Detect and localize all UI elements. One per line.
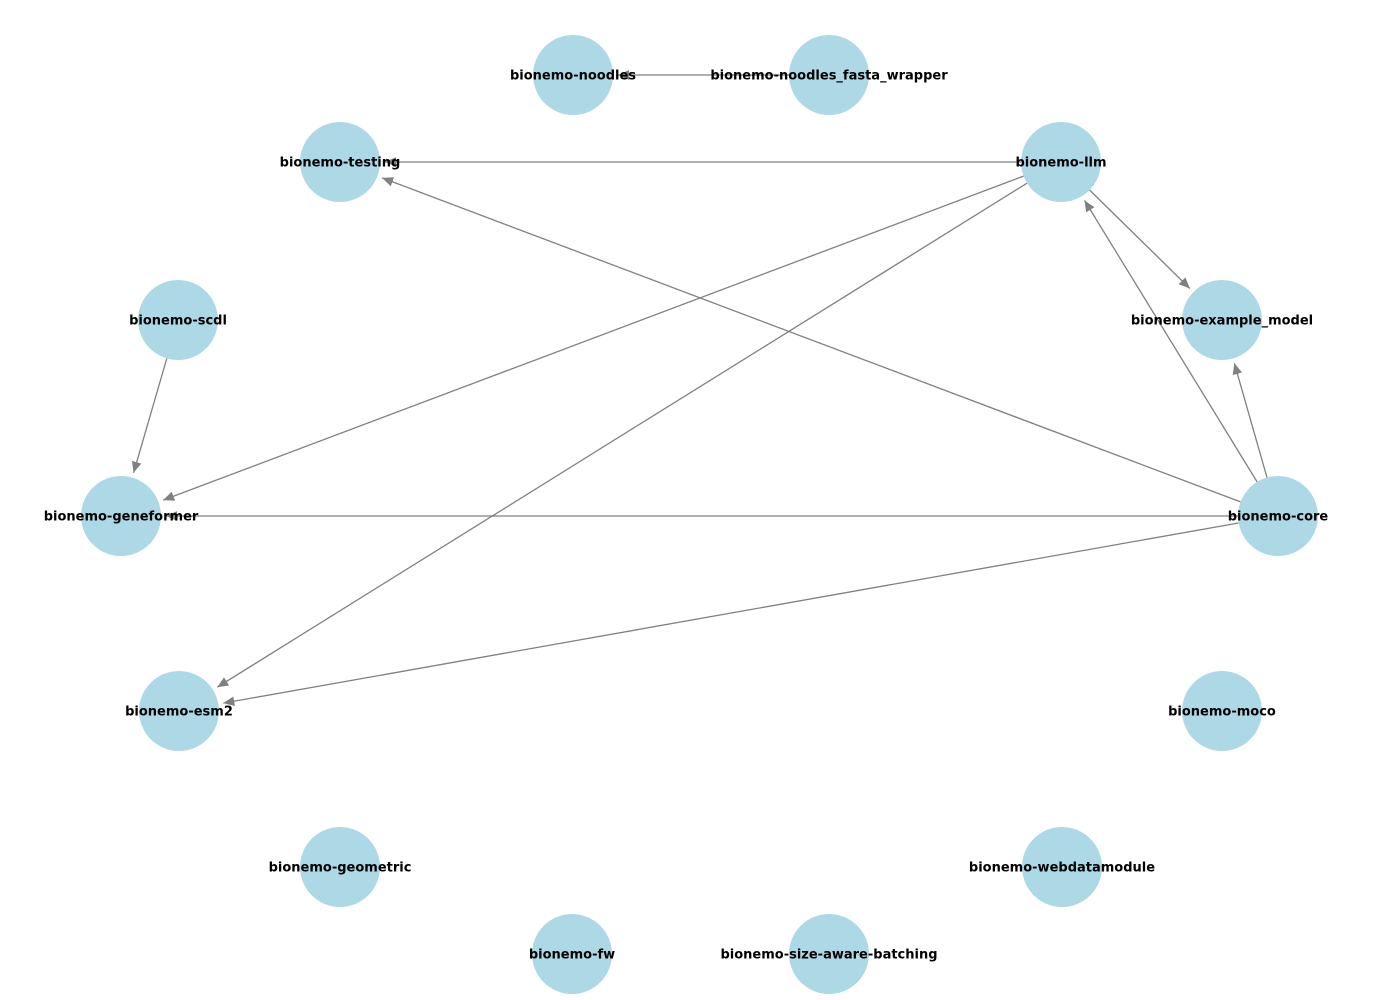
node-label-llm: bionemo-llm bbox=[1015, 156, 1106, 171]
edge-core-to-testing bbox=[381, 177, 1241, 503]
edge-llm-to-esm2 bbox=[216, 182, 1028, 688]
node-label-moco: bionemo-moco bbox=[1168, 705, 1276, 720]
node-label-esm2: bionemo-esm2 bbox=[125, 705, 233, 720]
graph-node-fw bbox=[532, 914, 612, 994]
node-label-size_aware_batching: bionemo-size-aware-batching bbox=[720, 948, 937, 963]
graph-node-llm bbox=[1021, 122, 1101, 202]
graph-node-size_aware_batching bbox=[789, 914, 869, 994]
graph-node-noodles bbox=[533, 35, 613, 115]
labels-layer: bionemo-noodles bionemo-noodles_fasta_wra… bbox=[44, 69, 1329, 963]
graph-node-webdatamodule bbox=[1022, 827, 1102, 907]
graph-node-noodles_fasta_wrapper bbox=[789, 35, 869, 115]
edge-llm-to-example_model bbox=[1089, 189, 1191, 289]
node-label-geneformer: bionemo-geneformer bbox=[44, 510, 199, 525]
node-label-fw: bionemo-fw bbox=[529, 948, 615, 963]
node-label-noodles_fasta_wrapper: bionemo-noodles_fasta_wrapper bbox=[710, 69, 948, 84]
graph-node-esm2 bbox=[139, 671, 219, 751]
graph-node-geneformer bbox=[81, 476, 161, 556]
node-label-example_model: bionemo-example_model bbox=[1131, 314, 1313, 329]
nodes-layer bbox=[81, 35, 1318, 994]
edge-scdl-to-geneformer bbox=[131, 358, 168, 473]
edges-layer bbox=[131, 70, 1268, 706]
edge-llm-to-geneformer bbox=[162, 175, 1024, 501]
node-label-webdatamodule: bionemo-webdatamodule bbox=[969, 861, 1155, 876]
node-label-geometric: bionemo-geometric bbox=[269, 861, 412, 876]
graph-node-testing bbox=[300, 122, 380, 202]
edge-core-to-example_model bbox=[1232, 363, 1268, 478]
graph-node-core bbox=[1238, 476, 1318, 556]
graph-node-moco bbox=[1182, 671, 1262, 751]
graph-node-example_model bbox=[1182, 280, 1262, 360]
graph-node-geometric bbox=[300, 827, 380, 907]
edge-core-to-llm bbox=[1083, 200, 1258, 483]
node-label-testing: bionemo-testing bbox=[280, 156, 401, 171]
node-label-scdl: bionemo-scdl bbox=[129, 314, 227, 329]
node-label-noodles: bionemo-noodles bbox=[510, 69, 636, 84]
edge-core-to-esm2 bbox=[223, 522, 1239, 706]
graph-node-scdl bbox=[138, 280, 218, 360]
node-label-core: bionemo-core bbox=[1228, 510, 1329, 525]
